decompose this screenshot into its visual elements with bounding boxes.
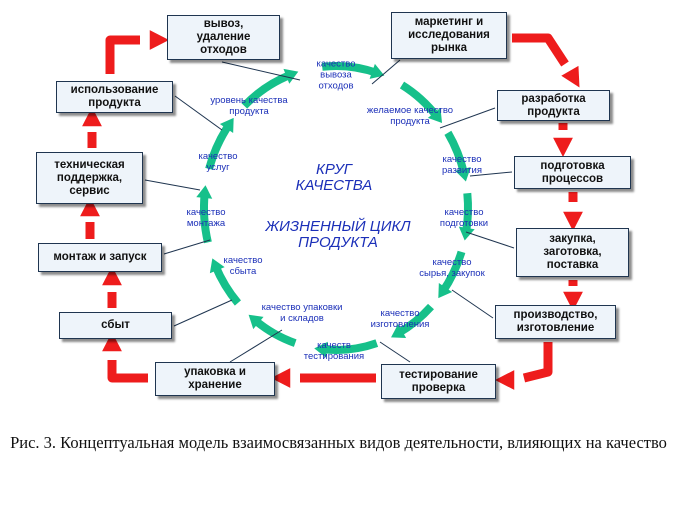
quality-label-desired: желаемое качество продукта [366, 105, 454, 127]
box-marketing-research: маркетинг и исследования рынка [391, 12, 507, 59]
box-product-development: разработка продукта [497, 90, 610, 121]
box-testing: тестирование проверка [381, 364, 496, 399]
flow-arrow-marketing-to-development-head [561, 65, 580, 88]
flow-arrow-development-to-preparation-head [553, 137, 573, 157]
leader-marketing [371, 59, 401, 85]
quality-label-waste: качество вывоза отходов [316, 58, 356, 92]
box-technical-support: техническая поддержка, сервис [36, 152, 143, 204]
ring-segment-3-head [455, 167, 471, 182]
quality-label-packaging: качество упаковки и складов [261, 302, 343, 324]
flow-arrow-use-to-waste-head [149, 30, 169, 50]
box-installation: монтаж и запуск [38, 243, 162, 272]
quality-label-product-level: уровень качества продукта [210, 95, 288, 117]
flow-arrow-preparation-to-procurement-head [563, 211, 583, 231]
flow-arrow-support-to-use-head [82, 107, 102, 127]
flow-arrow-production-to-testing-head [495, 370, 515, 390]
quality-label-procurement: качество сырья, закупок [419, 257, 485, 279]
leader-waste [221, 61, 301, 81]
ring-segment-8-head [248, 314, 264, 330]
diagram-arrows [80, 30, 583, 390]
flow-arrow-production-to-testing-shaft [522, 342, 553, 383]
box-waste-removal: вывоз, удаление отходов [167, 15, 280, 60]
ring-segment-7-head [314, 341, 328, 358]
ring-segment-10-head [196, 185, 213, 199]
quality-label-installation: качество монтажа [186, 207, 226, 229]
quality-label-testing: качеств тестирования [303, 340, 365, 362]
leader-packaging [229, 329, 283, 363]
ring-segment-1-head [369, 63, 385, 79]
box-procurement: закупка, заготовка, поставка [516, 228, 629, 277]
quality-label-manufacturing: качество изготовления [370, 308, 430, 330]
quality-label-sales: качество сбыта [223, 255, 263, 277]
flow-arrow-testing-to-packaging-head [271, 368, 291, 388]
quality-label-preparation: качество подготовки [439, 207, 489, 229]
box-product-use: использование продукта [56, 81, 173, 113]
ring-segment-9-head [209, 258, 225, 274]
ring-segment-12-head [283, 68, 299, 84]
quality-label-development: качество развития [442, 154, 482, 176]
ring-segment-11-head [219, 117, 234, 133]
leader-sales [173, 299, 233, 327]
leader-use [174, 95, 223, 131]
quality-label-services: качество услуг [198, 151, 238, 173]
ring-segment-5-head [438, 283, 453, 299]
flow-arrow-use-to-waste-shaft [105, 35, 140, 74]
flow-arrow-installation-to-support-head [80, 197, 100, 217]
quality-loop-diagram: вывоз, удаление отходов маркетинг и иссл… [36, 12, 631, 399]
box-sales: сбыт [59, 312, 172, 339]
flow-arrow-packaging-to-sales-head [102, 332, 122, 352]
ring-segment-2-head [427, 108, 443, 124]
leader-installation [163, 239, 211, 255]
flow-arrow-packaging-to-sales-shaft [107, 360, 148, 383]
flow-arrow-sales-to-installation-head [102, 266, 122, 286]
center-title-product-lifecycle: ЖИЗНЕННЫЙ ЦИКЛ ПРОДУКТА [265, 218, 411, 251]
ring-segment-4-head [458, 226, 475, 241]
box-process-preparation: подготовка процессов [514, 156, 631, 189]
leader-preparation [469, 171, 513, 177]
flow-arrow-procurement-to-production-head [563, 291, 583, 311]
flow-arrow-marketing-to-development-shaft [512, 33, 569, 67]
leader-development [439, 107, 496, 129]
ring-segment-6-head [391, 324, 407, 338]
leader-support [144, 179, 201, 191]
leader-procurement [465, 231, 515, 249]
center-title-quality-loop: КРУГ КАЧЕСТВА [295, 161, 373, 194]
leader-production [451, 289, 494, 319]
box-production: производство, изготовление [495, 305, 616, 339]
figure-caption: Рис. 3. Концептуальная модель взаимосвяз… [10, 433, 667, 452]
leader-testing [379, 341, 411, 363]
box-packaging-storage: упаковка и хранение [155, 362, 275, 396]
